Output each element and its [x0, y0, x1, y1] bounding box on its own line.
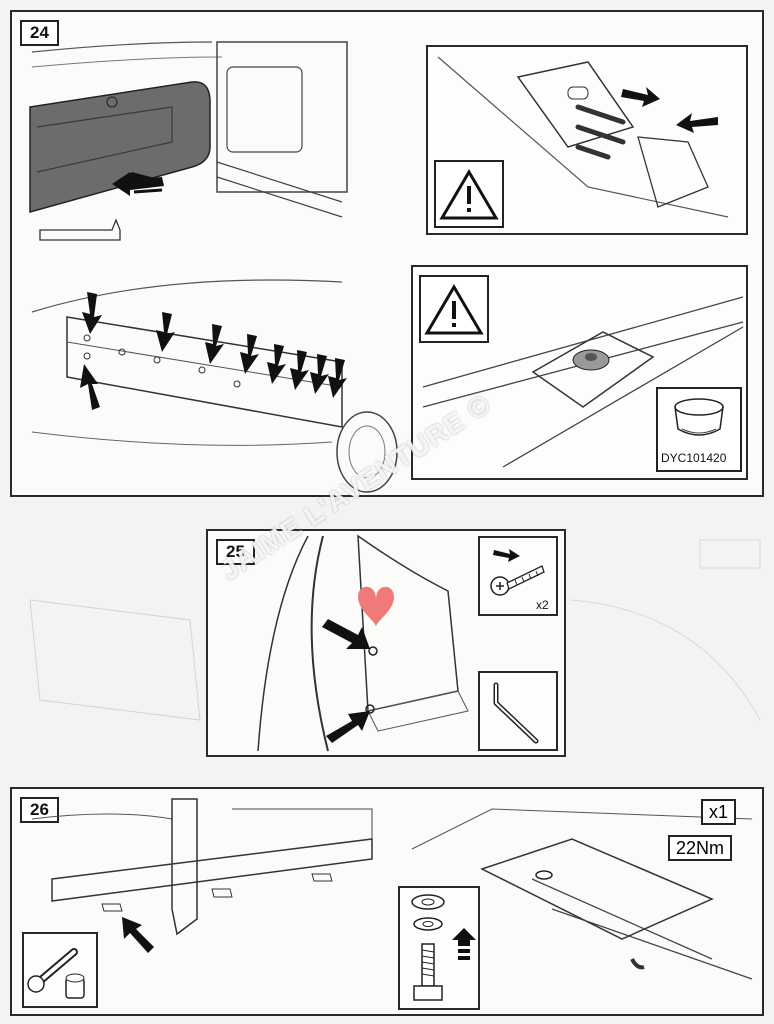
step-number-25: 25 — [216, 539, 255, 565]
grommet-part-box: DYC101420 — [656, 387, 742, 472]
bolt-kit-box — [398, 886, 480, 1010]
step-number-26: 26 — [20, 797, 59, 823]
torque-spec-label: 22Nm — [668, 835, 733, 861]
ratchet-icon — [27, 948, 85, 999]
bolt-washer-icon — [411, 894, 476, 1001]
hex-key-icon — [493, 682, 539, 744]
screw-quantity: x2 — [536, 598, 549, 612]
grommet-detail-inset: DYC101420 — [411, 265, 748, 480]
mudflap-illustration — [257, 534, 469, 752]
sill-cover-illustration — [29, 41, 398, 493]
grommet-icon — [674, 398, 724, 436]
clip-warning-box — [434, 160, 504, 228]
warning-icon — [424, 284, 484, 335]
step-25-panel: 25 x2 — [206, 529, 566, 757]
side-sill-installed-illustration — [31, 798, 753, 980]
clip-detail-inset — [426, 45, 748, 235]
grommet-detail-drawing — [422, 296, 744, 468]
grommet-part-number: DYC101420 — [661, 451, 727, 465]
step-number-24: 24 — [20, 20, 59, 46]
clip-detail-drawing — [437, 56, 729, 218]
bolt-quantity-label: x1 — [701, 799, 737, 825]
grommet-warning-box — [419, 275, 489, 343]
hex-key-box — [478, 671, 558, 751]
step-24-panel: 24 — [10, 10, 764, 497]
step-26-panel: 26 — [10, 787, 764, 1016]
ratchet-tool-box — [22, 932, 98, 1008]
screw-icon — [490, 549, 545, 596]
warning-icon — [439, 169, 499, 220]
screw-detail-box: x2 — [478, 536, 558, 616]
